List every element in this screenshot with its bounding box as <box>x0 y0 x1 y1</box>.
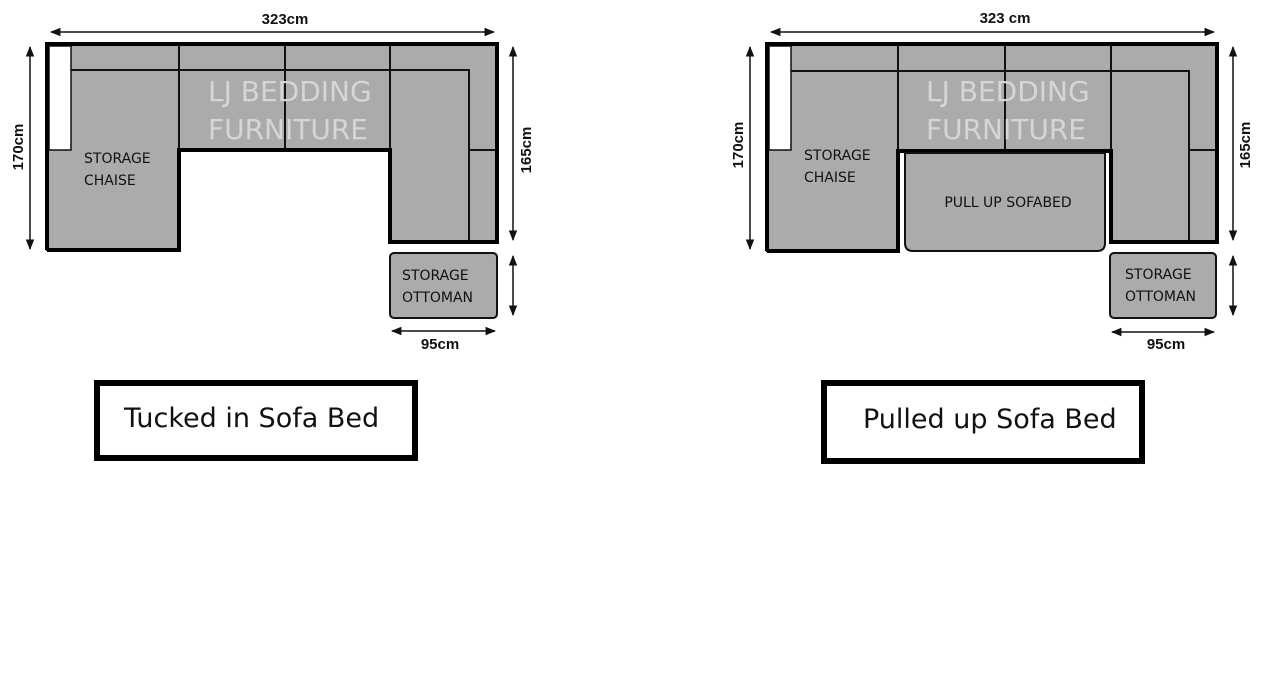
ottoman-label-2: OTTOMAN <box>1125 289 1196 305</box>
pulled-up-layout: LJ BEDDING FURNITURE STORAGE CHAISE PULL… <box>730 10 1254 464</box>
caption-pulled-up: Pulled up Sofa Bed <box>863 404 1117 435</box>
middle-seat-1 <box>178 43 286 151</box>
backrest-line <box>791 70 1190 242</box>
backrest-line <box>71 69 470 242</box>
chaise-label-1: STORAGE <box>804 148 871 164</box>
chaise-label-1: STORAGE <box>84 151 151 167</box>
armrest <box>48 45 72 151</box>
sofa-outline <box>765 42 1219 253</box>
sofabed-label: PULL UP SOFABED <box>944 195 1071 211</box>
right-height-label: 165cm <box>1237 122 1254 169</box>
watermark-line-2: FURNITURE <box>208 113 368 146</box>
right-height-label: 165cm <box>518 127 535 174</box>
ottoman-label-1: STORAGE <box>402 268 469 284</box>
corner-section <box>389 43 498 243</box>
sofa-outline <box>45 42 499 252</box>
watermark-line-1: LJ BEDDING <box>926 75 1090 108</box>
storage-ottoman <box>1109 252 1217 319</box>
chaise-label-2: CHAISE <box>84 173 136 189</box>
ottoman-width-label: 95cm <box>421 336 459 353</box>
caption-box <box>94 380 418 461</box>
caption-box <box>821 380 1145 464</box>
watermark-line-2: FURNITURE <box>926 113 1086 146</box>
ottoman-width-label: 95cm <box>1147 336 1185 353</box>
left-height-label: 170cm <box>10 124 27 171</box>
storage-ottoman <box>389 252 498 319</box>
corner-section <box>1110 43 1218 243</box>
ottoman-label-1: STORAGE <box>1125 267 1192 283</box>
left-height-label: 170cm <box>730 122 747 169</box>
tucked-in-layout: LJ BEDDING FURNITURE STORAGE CHAISE STOR… <box>10 11 535 461</box>
caption-tucked-in: Tucked in Sofa Bed <box>123 403 379 434</box>
ottoman-label-2: OTTOMAN <box>402 290 473 306</box>
chaise-label-2: CHAISE <box>804 170 856 186</box>
watermark-line-1: LJ BEDDING <box>208 75 372 108</box>
pull-up-sofabed <box>904 152 1106 252</box>
width-label: 323cm <box>262 11 309 28</box>
width-label: 323 cm <box>980 10 1031 27</box>
armrest <box>768 45 792 151</box>
